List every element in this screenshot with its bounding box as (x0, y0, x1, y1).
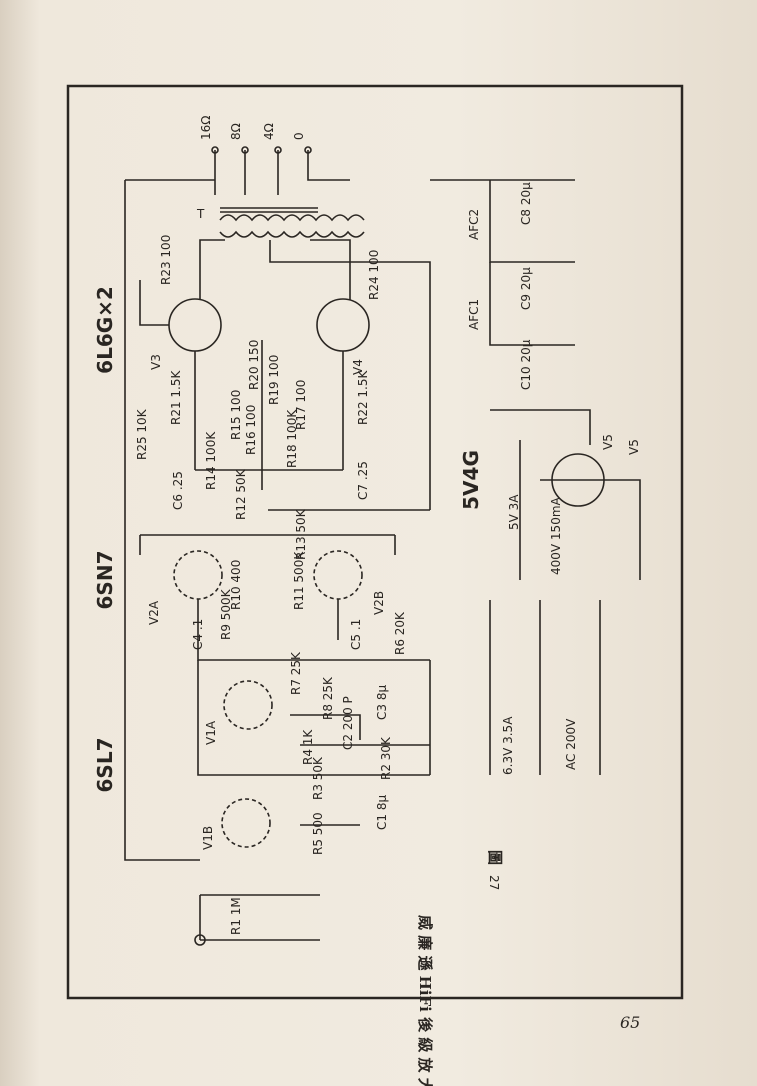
filter-cap-label: C9 20μ (519, 267, 533, 310)
winding-label: 400V 150mA (549, 496, 563, 575)
tube-tag: V1B (201, 826, 215, 850)
component-label: R10 400 (229, 560, 243, 610)
component-label: R25 10K (135, 408, 149, 460)
winding-label: 5V 3A (507, 494, 521, 530)
component-label: C7 .25 (356, 461, 370, 500)
rectifier-tag: V5 (627, 439, 641, 455)
figure-title: 威 廉 遜 HiFi 後 級 放 大 器 (416, 915, 434, 1086)
component-label: R15 100 (229, 390, 243, 440)
filter-cap-label: C8 20μ (519, 182, 533, 225)
mains-label: AC 200V (564, 718, 578, 770)
component-label: C2 200 P (341, 696, 355, 750)
choke-label: AFC2 (467, 209, 481, 240)
tube-tag: V5 (601, 434, 615, 450)
component-label: C6 .25 (171, 471, 185, 510)
component-label: R6 20K (393, 611, 407, 655)
transformer-taps: 16Ω 8Ω 4Ω 0 (199, 116, 306, 140)
component-label: R4 1K (301, 729, 315, 765)
filter-cap-label: C10 20μ (519, 339, 533, 390)
transformer-label: T (196, 207, 205, 221)
component-label: R11 500K (292, 551, 306, 610)
tube-tag: V1A (204, 720, 218, 745)
winding-label: 6.3V 3.5A (501, 716, 515, 775)
component-label: R5 500 (311, 812, 325, 855)
input-tube-type: 6SL7 (93, 738, 117, 793)
component-label: R7 25K (289, 651, 303, 695)
component-label: C4 .1 (191, 619, 205, 650)
transformer-tap: 0 (292, 132, 306, 140)
schematic-wires (124, 146, 641, 946)
transformer-tap: 4Ω (262, 123, 276, 140)
component-label: R22 1.5K (356, 369, 370, 425)
component-label: R12 50K (234, 468, 248, 520)
component-label: R18 100K (285, 409, 299, 468)
figure-number: 27 (487, 875, 501, 890)
tube-type-labels: 6L6G×2 6SN7 6SL7 5V4G (93, 286, 483, 792)
component-label: R2 30K (379, 736, 393, 780)
component-label: R17 100 (294, 380, 308, 430)
component-label: R8 25K (321, 676, 335, 720)
tube-tag: V4 (351, 359, 365, 375)
output-tube-type: 6L6G×2 (93, 286, 117, 374)
component-label: R14 100K (204, 431, 218, 490)
component-label: R16 100 (244, 405, 258, 455)
diagram-frame (66, 84, 684, 1000)
transformer-tap: 16Ω (199, 116, 213, 140)
transformer-tap: 8Ω (229, 123, 243, 140)
tube-tag: V2A (147, 600, 161, 625)
component-label: R9 500K (219, 588, 233, 640)
choke-label: AFC1 (467, 299, 481, 330)
component-label: R24 100 (367, 250, 381, 300)
component-label: R20 150 (247, 340, 261, 390)
rectifier-tube-type: 5V4G (459, 450, 483, 510)
component-label: C1 8μ (375, 795, 389, 830)
figure-number-char: 圖 (486, 850, 504, 865)
component-label: R21 1.5K (169, 369, 183, 425)
page-number: 65 (620, 1013, 640, 1032)
component-label: C3 8μ (375, 685, 389, 720)
tube-tag: V2B (372, 591, 386, 615)
component-label: R1 1M (229, 897, 243, 935)
component-label: C5 .1 (349, 619, 363, 650)
component-label: R23 100 (159, 235, 173, 285)
component-label: R19 100 (267, 355, 281, 405)
component-label: R13 50K (294, 508, 308, 560)
tube-tag: V3 (149, 354, 163, 370)
driver-tube-type: 6SN7 (93, 551, 117, 610)
component-label: R3 50K (311, 756, 325, 800)
